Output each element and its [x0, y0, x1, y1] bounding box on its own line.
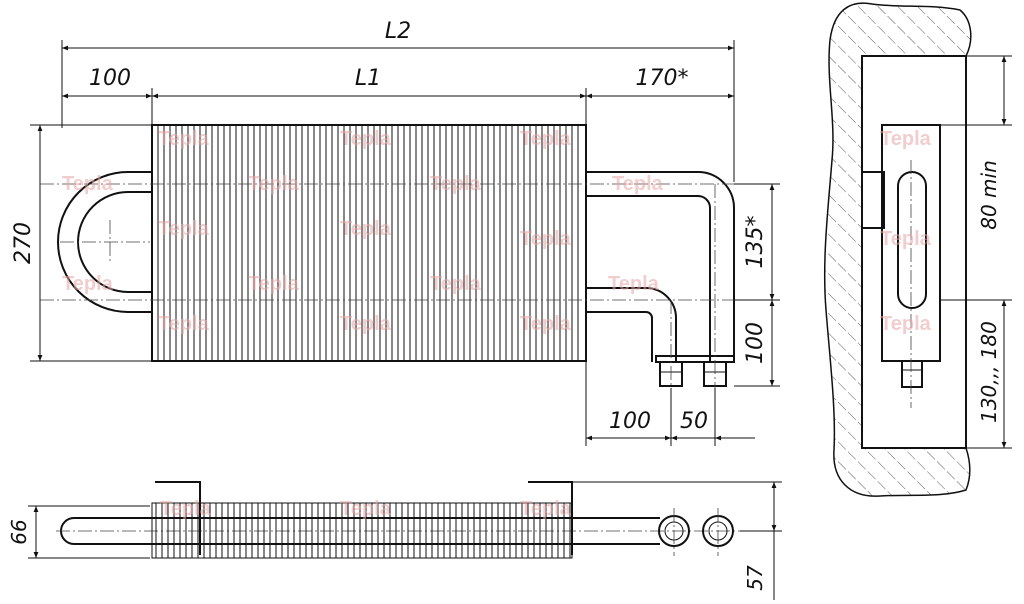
- watermark-logo: Tepla: [430, 273, 482, 295]
- dim-L2: L2: [385, 19, 411, 44]
- watermark-logo: Tepla: [340, 128, 392, 150]
- wall-bracket: [861, 171, 885, 229]
- fins-top: [155, 503, 571, 558]
- watermark-logo: Tepla: [612, 173, 664, 195]
- lower-outlet-pipe: [586, 287, 677, 362]
- watermark-logo: Tepla: [248, 273, 300, 295]
- watermark-logo: Tepla: [430, 173, 482, 195]
- mounting-plate: [655, 355, 735, 363]
- front-view: L2 100 L1 170* 270 135* 100 100 50: [11, 19, 780, 446]
- watermark-logo: Tepla: [520, 313, 572, 335]
- watermark-logo: Tepla: [608, 273, 660, 295]
- dim-pipe-spacing: 135*: [743, 216, 768, 269]
- watermark-logo: Tepla: [62, 173, 114, 195]
- watermark-logo: Tepla: [340, 498, 392, 520]
- watermark-logo: Tepla: [880, 228, 932, 250]
- watermark-logo: Tepla: [62, 273, 114, 295]
- dim-left-offset: 100: [89, 66, 131, 91]
- watermark-logo: Tepla: [158, 128, 210, 150]
- dim-depth-66: 66: [7, 519, 31, 544]
- upper-outlet-pipe: [586, 171, 735, 362]
- watermark-logo: Tepla: [158, 218, 210, 240]
- dim-height: 270: [11, 222, 36, 264]
- watermark-logo: Tepla: [880, 128, 932, 150]
- fin-block: [151, 124, 587, 362]
- watermark-logo: Tepla: [520, 498, 572, 520]
- dim-wall-range: 130,,, 180: [977, 321, 1001, 423]
- watermark-logo: Tepla: [160, 498, 212, 520]
- fins: [157, 125, 579, 361]
- dim-wall-min: 80 min: [977, 160, 1001, 230]
- pipe-slot: [897, 171, 927, 309]
- watermark-logo: Tepla: [520, 228, 572, 250]
- dim-pipe-offset-50: 50: [680, 409, 708, 434]
- watermark-logo: Tepla: [248, 173, 300, 195]
- watermark-logo: Tepla: [340, 313, 392, 335]
- watermark-logo: Tepla: [520, 128, 572, 150]
- watermark-logo: Tepla: [880, 313, 932, 335]
- dim-L1: L1: [355, 66, 381, 91]
- dim-right-offset: 170*: [636, 66, 689, 91]
- watermark-logo: Tepla: [158, 313, 210, 335]
- side-view: 80 min 130,,, 180: [823, 2, 1012, 497]
- watermark-logo: Tepla: [340, 218, 392, 240]
- dim-depth-57: 57: [743, 565, 767, 591]
- side-nipple: [901, 360, 923, 388]
- u-bend-pipe: [57, 171, 152, 313]
- top-view: 66 57: [7, 481, 782, 600]
- dim-bottom-offset: 100: [743, 322, 768, 364]
- dim-pipe-offset-100: 100: [609, 409, 651, 434]
